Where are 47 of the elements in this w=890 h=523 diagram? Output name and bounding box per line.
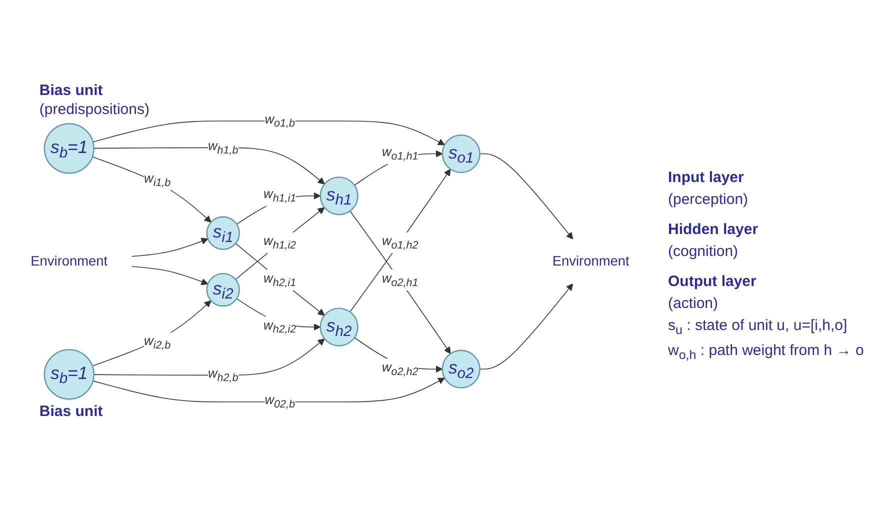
- bias-unit-note: Bias unit: [39, 403, 103, 420]
- edge-label: w$_{o1,h2}$: [382, 234, 418, 252]
- arrow: [92, 156, 212, 223]
- edge-label: w$_{i1,b}$: [144, 172, 171, 188]
- layer-label: Input layer: [668, 169, 745, 186]
- arrow: [235, 207, 325, 280]
- edge-label: w$_{h1,i1}$: [264, 188, 296, 204]
- edge-label: w$_{02,b}$: [264, 394, 295, 410]
- edge-label: w$_{h1,i2}$: [264, 234, 296, 252]
- edge-label: w$_{i2,b}$: [144, 334, 171, 351]
- layer-label: Output layer: [668, 273, 758, 290]
- edge-label: w$_{o1,h1}$: [382, 146, 418, 162]
- edge-label: w$_{h2,i1}$: [264, 272, 296, 288]
- node-text: Environment: [30, 254, 108, 269]
- node-circle: s$_{b}$=1: [44, 349, 94, 400]
- arrow: [92, 300, 212, 366]
- edge-label: w$_{o2,h1}$: [382, 272, 418, 288]
- node-circle: s$_{i1}$: [206, 216, 240, 250]
- edge-label: w$_{o2,h2}$: [382, 361, 418, 378]
- notation-note: w$_{o,h}$ : path weight from h → o: [668, 342, 865, 362]
- arrow: [350, 210, 451, 354]
- node-circle: s$_{b}$=1: [44, 123, 94, 174]
- node-circle: s$_{h1}$: [320, 176, 358, 216]
- arrow: [92, 378, 445, 402]
- node-circle: s$_{h2}$: [320, 308, 358, 346]
- node-circle: s$_{i2}$: [206, 272, 240, 307]
- edge-label: w$_{h1,b}$: [208, 140, 238, 156]
- arrow: [92, 120, 445, 146]
- arrow: [479, 284, 574, 370]
- bias-unit-note: Bias unit: [39, 82, 103, 99]
- layer-label: (action): [668, 295, 720, 312]
- arrow: [131, 238, 208, 257]
- arrow: [350, 168, 451, 312]
- edge-label: w$_{h2,b}$: [208, 367, 238, 384]
- edge-label: w$_{h2,i2}$: [264, 318, 296, 336]
- bias-unit-note: (predispositions): [39, 100, 150, 118]
- layer-label: Hidden layer: [668, 221, 760, 238]
- node-text: Environment: [552, 254, 630, 269]
- node-circle: s$_{o1}$: [442, 134, 480, 174]
- edge-label: w$_{o1,b}$: [264, 112, 295, 130]
- layer-label: (cognition): [668, 243, 740, 260]
- arrow: [479, 153, 574, 240]
- arrow: [235, 243, 325, 316]
- notation-note: s$_{u}$ : state of unit u, u=[i,h,o]: [668, 317, 848, 337]
- arrow: [131, 266, 208, 286]
- node-circle: s$_{o2}$: [442, 350, 480, 388]
- layer-label: (perception): [668, 191, 750, 208]
